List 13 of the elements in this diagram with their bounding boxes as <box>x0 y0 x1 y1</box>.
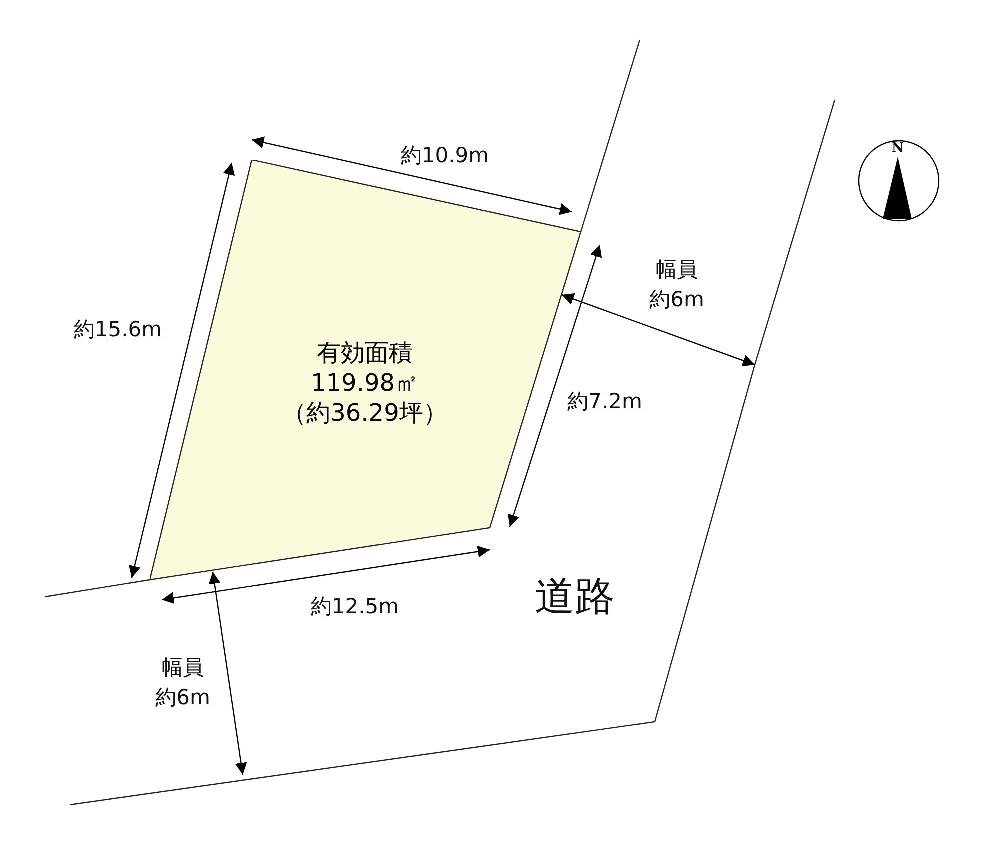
road-width-label: 約6m <box>156 686 210 710</box>
dimension-label: 約15.6m <box>74 318 162 342</box>
dimension-label: 約12.5m <box>310 595 400 619</box>
road-width-label: 約6m <box>650 288 704 312</box>
dimension-label: 約10.9m <box>400 144 490 168</box>
road-label: 道路 <box>535 575 615 619</box>
compass-letter: N <box>892 142 904 156</box>
area-value: 119.98㎡ <box>311 370 419 398</box>
area-title: 有効面積 <box>317 340 413 368</box>
dimension-label: 約7.2m <box>568 390 642 414</box>
road-width-label: 幅員 <box>162 656 204 680</box>
area-tsubo: （約36.29坪） <box>282 400 448 428</box>
road-width-label: 幅員 <box>656 258 698 282</box>
